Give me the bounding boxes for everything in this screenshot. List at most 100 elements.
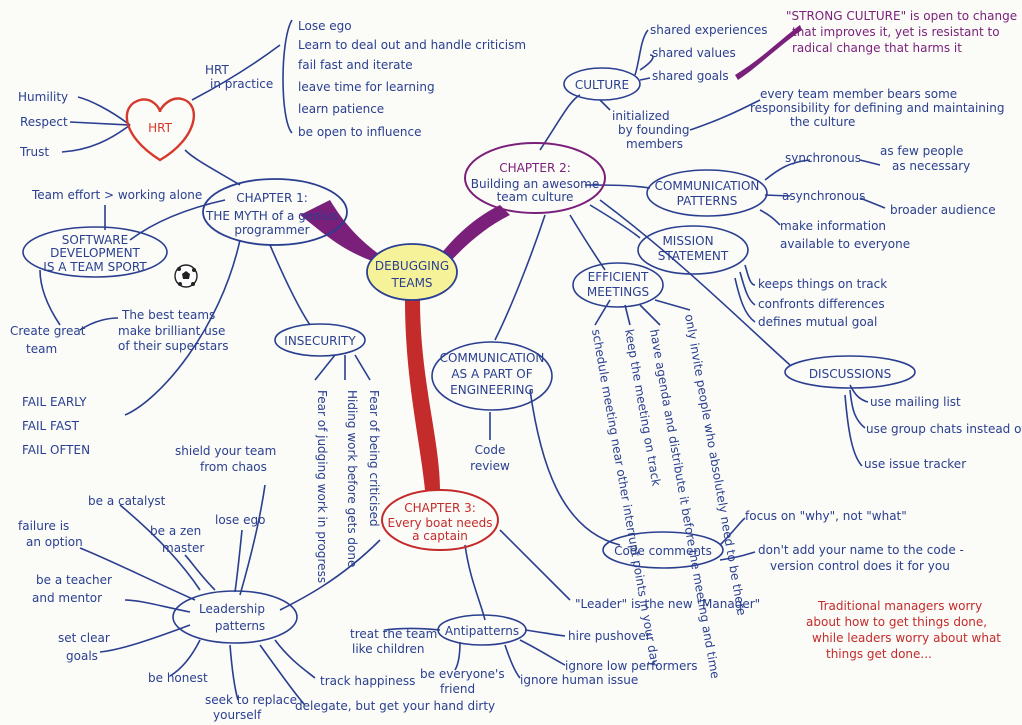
culture-init-2: by founding (618, 123, 689, 137)
anti-treat-2: like children (352, 642, 425, 656)
comm-sync: synchronous (785, 151, 861, 165)
connector-init-resp (689, 99, 761, 131)
connector-lead-goals (99, 624, 191, 653)
culture-resp-2: responsibility for defining and maintain… (750, 101, 1004, 115)
leadership-happiness: track happiness (320, 674, 415, 688)
connector-insec-3 (354, 354, 371, 381)
strong-culture-1: "STRONG CULTURE" is open to change (786, 9, 1017, 23)
connector-lead-shield (239, 484, 266, 596)
engineering-3: ENGINEERING (450, 383, 534, 397)
ch2-subtitle-1: Building an awesome (471, 177, 599, 191)
culture-init-1: initialized (612, 109, 670, 123)
leader-quote-1: Traditional managers worry (817, 599, 982, 613)
center-node (366, 243, 458, 301)
connector-ch3-leader (499, 529, 571, 601)
hrt-practice-4: leave time for learning (298, 80, 435, 94)
culture-resp-1: every team member bears some (760, 87, 957, 101)
code-comments-name-2: version control does it for you (770, 559, 950, 573)
ch2-title: CHAPTER 2: (499, 161, 571, 175)
hrt-trust: Trust (19, 145, 49, 159)
hrt-practice-6: be open to influence (298, 125, 422, 139)
connector-lead-teacher (124, 599, 191, 613)
hrt-practice-3: fail fast and iterate (298, 58, 413, 72)
hrt-label: HRT (148, 121, 172, 135)
discussions-node (784, 355, 916, 389)
fail-often: FAIL OFTEN (22, 443, 90, 457)
comm-patterns-node (646, 169, 768, 217)
fail-early: FAIL EARLY (22, 395, 87, 409)
ch3-title: CHAPTER 3: (404, 501, 476, 515)
connector-meet-4 (654, 299, 691, 311)
culture-resp-3: the culture (790, 115, 855, 129)
connector-anti-treat (384, 627, 441, 631)
leadership-shield-2: from chaos (200, 460, 267, 474)
fail-fast: FAIL FAST (22, 419, 80, 433)
comm-info-1: make information (780, 219, 886, 233)
connector-ch2-mission (589, 204, 641, 239)
hrt-practice-2: Learn to deal out and handle criticism (298, 38, 526, 52)
connector-hrt-respect (69, 121, 131, 126)
culture-shared-1: shared experiences (650, 23, 767, 37)
culture-node (563, 67, 641, 101)
connector-culture-values (639, 54, 654, 71)
meetings-2: MEETINGS (587, 285, 649, 299)
connector-culture-goals (639, 77, 651, 81)
insecurity-item-3: Fear of judging work in progress (315, 390, 329, 583)
leadership-honest: be honest (148, 671, 208, 685)
comm-async: asynchronous (782, 189, 865, 203)
connector-lead-ego (234, 529, 243, 593)
antipatterns-label: Antipatterns (445, 624, 519, 638)
anti-low-performers: ignore low performers (565, 659, 698, 673)
connector-ch1-insecurity (269, 244, 311, 326)
connector-meet-2 (624, 304, 631, 326)
anti-treat-1: treat the team (350, 627, 437, 641)
create-great-1: Create great (10, 324, 86, 338)
hrt-in-practice-2: in practice (210, 77, 273, 91)
anti-human: ignore human issue (520, 673, 638, 687)
insecurity-label: INSECURITY (284, 334, 356, 348)
connector-insec-1 (314, 354, 336, 381)
meetings-1: EFFICIENT (588, 270, 649, 284)
code-comments-label: Code comments (614, 544, 712, 558)
software-line-3: IS A TEAM SPORT (43, 260, 147, 274)
hrt-respect: Respect (20, 115, 68, 129)
connector-meet-3 (639, 304, 661, 326)
hrt-practice-5: learn patience (298, 102, 384, 116)
mission-1: MISSION (662, 234, 713, 248)
mission-item-1: keeps things on track (758, 277, 887, 291)
anti-pushover: hire pushover (568, 629, 651, 643)
connector-comm-sync (764, 159, 811, 181)
connector-lead-catalyst (119, 504, 201, 591)
best-teams-2: make brilliant use (118, 324, 225, 338)
ch1-subtitle-1: THE MYTH of a genius (205, 209, 338, 223)
connector-ch2-discussions (599, 199, 791, 366)
engineering-node (431, 341, 553, 411)
create-great-2: team (26, 342, 57, 356)
connector-cc-name (719, 551, 756, 561)
culture-label: CULTURE (575, 78, 629, 92)
connector-lead-honest (169, 639, 201, 677)
antipatterns-node (437, 614, 527, 646)
connector-disc-3 (844, 394, 863, 467)
connector-culture-init (599, 99, 611, 111)
software-line-2: DEVELOPMENT (50, 246, 140, 260)
leadership-replace-1: seek to replace (205, 693, 297, 707)
leadership-teacher-2: and mentor (32, 591, 102, 605)
hrt-practice-1: Lose ego (298, 19, 352, 33)
connector-ch3-antipatterns (464, 544, 486, 621)
connector-ch2-meetings (569, 214, 606, 271)
connector-ch3-leadership (279, 539, 381, 611)
ch1-subtitle-2: programmer (234, 223, 309, 237)
leadership-zen-2: master (162, 541, 204, 555)
leadership-lose-ego: lose ego (215, 513, 265, 527)
code-review-2: review (470, 459, 510, 473)
culture-shared-3: shared goals (652, 69, 729, 83)
ch3-subtitle-1: Every boat needs (388, 516, 493, 530)
connector-mission-2 (739, 271, 756, 306)
mission-item-2: confronts differences (758, 297, 885, 311)
connector-culture-shared (634, 29, 649, 76)
hrt-humility: Humility (18, 90, 68, 104)
soccer-ball-icon (174, 264, 198, 288)
connector-anti-human (504, 644, 521, 679)
